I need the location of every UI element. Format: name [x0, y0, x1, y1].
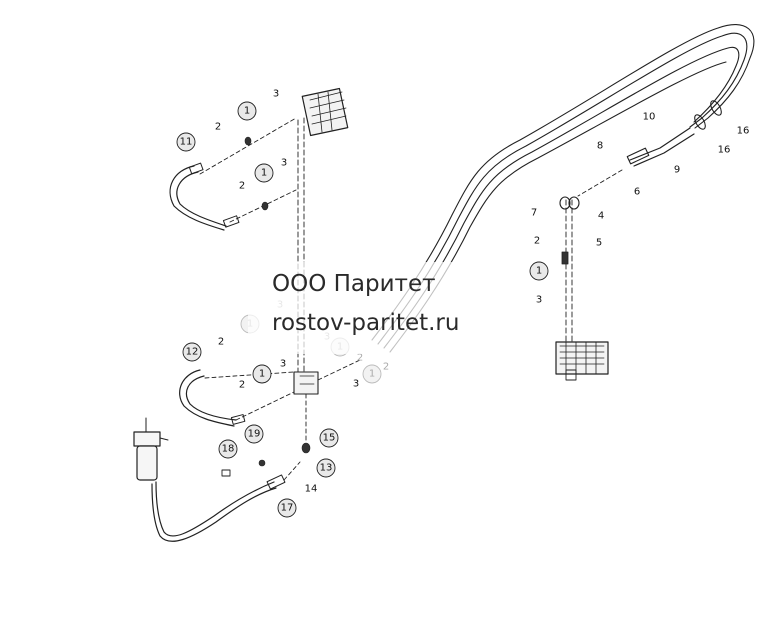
callout-lower-left-11: 3 — [353, 379, 359, 390]
callout-number: 15 — [323, 433, 336, 444]
watermark-panel — [248, 262, 510, 354]
callout-lower-left-1: 12 — [182, 342, 202, 362]
callout-lower-left-5: 2 — [239, 380, 245, 391]
callout-number: 2 — [383, 362, 389, 373]
callout-number: 3 — [353, 379, 359, 390]
callout-number: 6 — [634, 187, 640, 198]
callout-upper-left-4: 3 — [273, 89, 279, 100]
callout-number: 1 — [369, 369, 375, 380]
callout-number: 4 — [598, 211, 604, 222]
callout-upper-left-6: 1 — [254, 163, 274, 183]
callout-number: 2 — [239, 181, 245, 192]
lower-valve-block — [179, 359, 361, 454]
filter-assembly — [133, 417, 301, 542]
callout-number: 9 — [674, 165, 680, 176]
callout-labels: 1121321310916168674251312213213312312181… — [176, 89, 750, 518]
callout-number: 2 — [534, 236, 540, 247]
callout-lower-left-7: 3 — [280, 359, 286, 370]
callout-right-10: 5 — [596, 238, 602, 249]
callout-right-2: 9 — [674, 165, 680, 176]
callout-number: 11 — [180, 137, 193, 148]
callout-number: 2 — [239, 380, 245, 391]
callout-number: 8 — [597, 141, 603, 152]
callout-number: 10 — [643, 112, 656, 123]
callout-upper-left-5: 2 — [239, 181, 245, 192]
watermark-site: rostov-paritet.ru — [272, 310, 460, 336]
callout-upper-left-1: 11 — [176, 132, 196, 152]
callout-right-1: 10 — [643, 112, 656, 123]
callout-right-7: 7 — [531, 208, 537, 219]
callout-right-3: 16 — [737, 126, 750, 137]
callout-lower-left-13: 2 — [357, 353, 363, 364]
callout-number: 1 — [244, 106, 250, 117]
callout-right-12: 3 — [536, 295, 542, 306]
callout-number: 19 — [248, 429, 261, 440]
callout-number: 3 — [281, 158, 287, 169]
right-valve-block — [555, 196, 609, 381]
callout-number: 2 — [357, 353, 363, 364]
callout-upper-left-2: 2 — [215, 122, 221, 133]
callout-upper-left-3: 1 — [237, 101, 257, 121]
callout-bottom-5: 14 — [305, 484, 318, 495]
callout-right-6: 6 — [634, 187, 640, 198]
callout-number: 16 — [737, 126, 750, 137]
callout-right-4: 16 — [718, 145, 731, 156]
callout-bottom-4: 13 — [316, 458, 336, 478]
callout-number: 18 — [222, 444, 235, 455]
callout-number: 1 — [261, 168, 267, 179]
right-hose-end — [577, 100, 722, 197]
callout-right-5: 8 — [597, 141, 603, 152]
callout-number: 3 — [280, 359, 286, 370]
watermark-company: ООО Паритет — [272, 271, 436, 297]
callout-number: 3 — [273, 89, 279, 100]
callout-right-8: 4 — [598, 211, 604, 222]
callout-bottom-2: 19 — [244, 424, 264, 444]
callout-number: 12 — [186, 347, 199, 358]
callout-upper-left-7: 3 — [281, 158, 287, 169]
callout-number: 2 — [218, 337, 224, 348]
callout-lower-left-6: 1 — [252, 364, 272, 384]
callout-bottom-6: 17 — [277, 498, 297, 518]
upper-valve-block — [169, 87, 349, 381]
callout-number: 14 — [305, 484, 318, 495]
callout-number: 7 — [531, 208, 537, 219]
callout-right-9: 2 — [534, 236, 540, 247]
callout-number: 5 — [596, 238, 602, 249]
callout-number: 3 — [536, 295, 542, 306]
callout-number: 16 — [718, 145, 731, 156]
callout-number: 17 — [281, 503, 294, 514]
callout-number: 1 — [536, 266, 542, 277]
callout-number: 2 — [215, 122, 221, 133]
callout-number: 1 — [259, 369, 265, 380]
callout-lower-left-12: 1 — [362, 364, 382, 384]
callout-bottom-1: 18 — [218, 439, 238, 459]
callout-lower-left-2: 2 — [218, 337, 224, 348]
callout-number: 13 — [320, 463, 333, 474]
callout-lower-left-10: 2 — [383, 362, 389, 373]
callout-right-11: 1 — [529, 261, 549, 281]
callout-bottom-3: 15 — [319, 428, 339, 448]
